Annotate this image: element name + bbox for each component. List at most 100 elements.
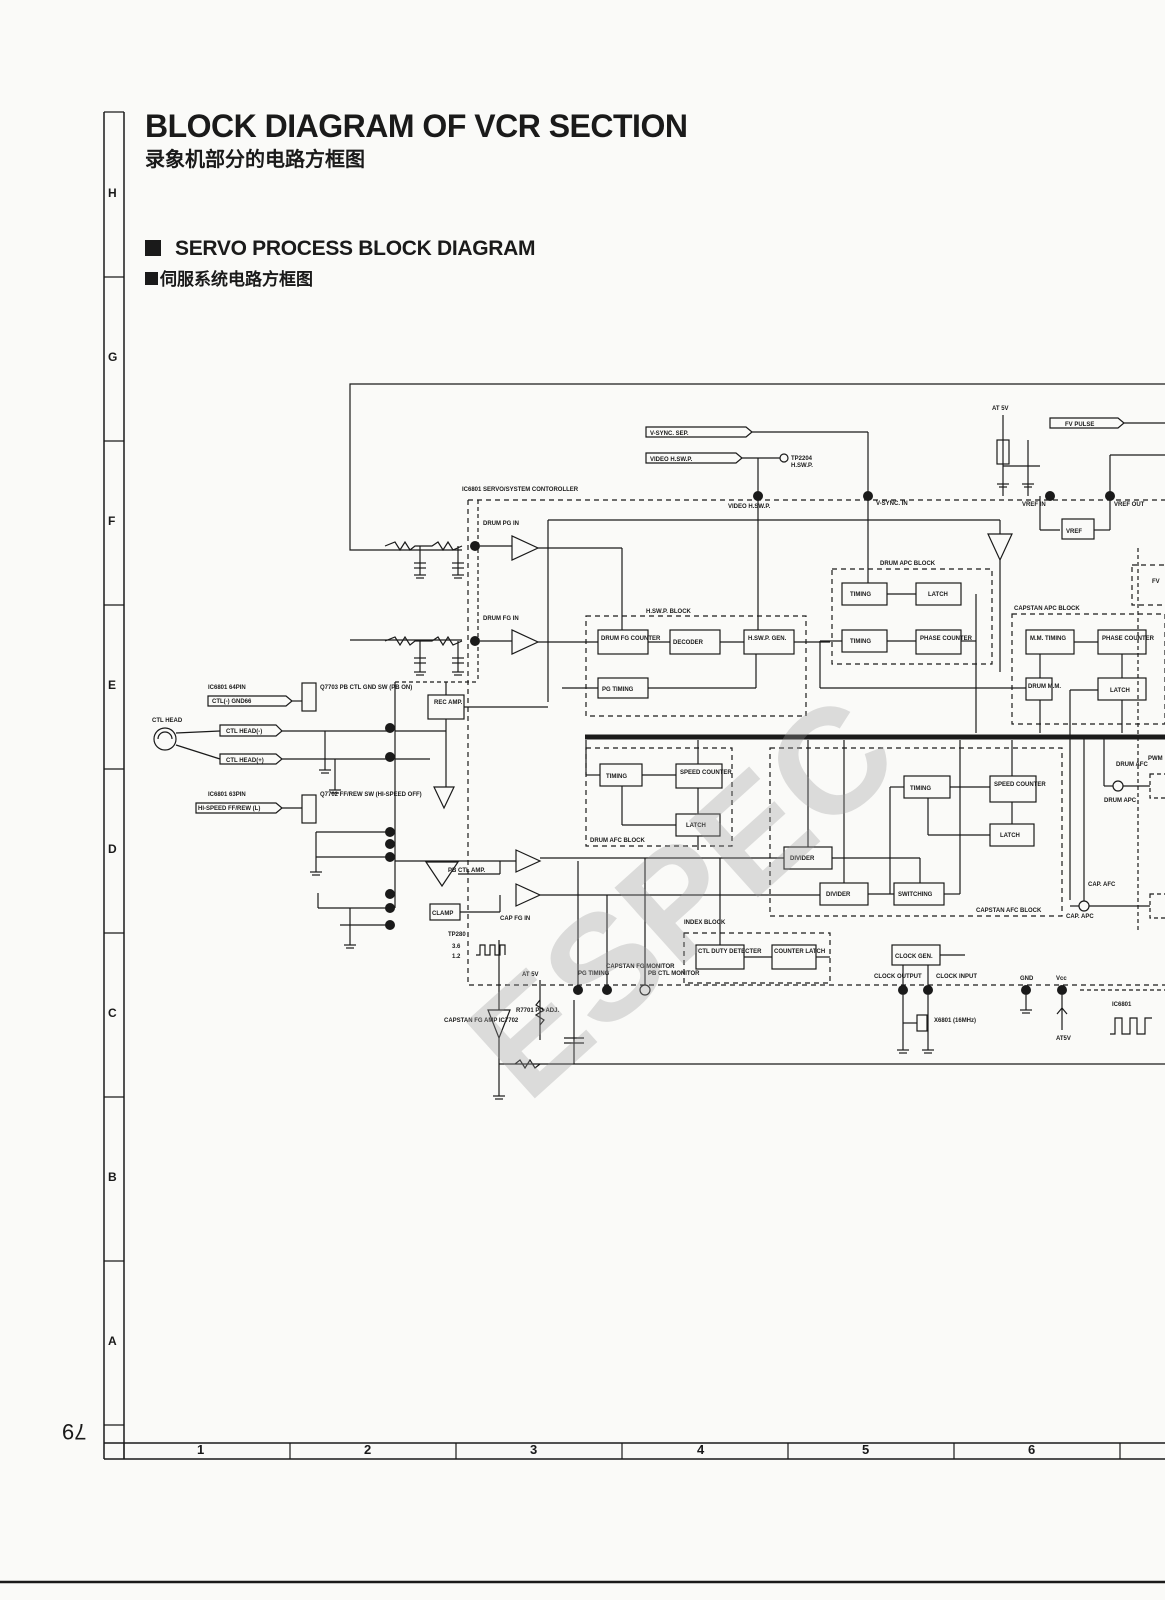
label-speed-counter-1: SPEED COUNTER — [680, 770, 732, 776]
label-pb-ctl-monitor: PB CTL MONITOR — [648, 971, 700, 977]
row-label-e: E — [108, 678, 117, 692]
label-pg-timing-pin: PG TIMING — [578, 971, 610, 977]
row-label-c: C — [108, 1006, 117, 1020]
label-clock-output: CLOCK OUTPUT — [874, 974, 922, 980]
col-label-5: 5 — [862, 1442, 870, 1457]
drum-fg-counter-block — [597, 629, 649, 655]
drum-mm-block — [1025, 677, 1053, 701]
rec-amp-triangle — [433, 786, 455, 810]
col-label-3: 3 — [530, 1442, 538, 1457]
label-pg-timing: PG TIMING — [602, 687, 634, 693]
label-rec-amp: REC AMP. — [434, 700, 463, 706]
row-label-f: F — [108, 514, 116, 528]
label-drum-fg-counter: DRUM FG COUNTER — [601, 636, 661, 642]
label-latch-cap-afc: LATCH — [1000, 833, 1020, 839]
label-tp2204-sub: H.SW.P. — [791, 463, 813, 469]
label-vref-out: VREF OUT — [1114, 502, 1145, 508]
index-block — [683, 932, 831, 984]
label-switching: SWITCHING — [898, 892, 933, 898]
drum-fg-comparator — [511, 629, 540, 655]
label-capstan-fg-monitor: CAPSTAN FG MONITOR — [606, 964, 675, 970]
ctl-head-plus-conn — [219, 753, 283, 765]
drum-pg-comparator — [511, 535, 540, 561]
section-title: SERVO PROCESS BLOCK DIAGRAM — [145, 237, 536, 261]
label-drum-apc: DRUM APC — [1104, 798, 1137, 804]
col-label-1: 1 — [197, 1442, 205, 1457]
label-tp-near: TP280 — [448, 932, 466, 938]
label-clock-gen: CLOCK GEN. — [895, 954, 933, 960]
label-cap-afc: CAP. AFC — [1088, 882, 1116, 888]
ctl-head-minus-conn — [219, 724, 283, 737]
label-clamp: CLAMP — [432, 911, 453, 917]
label-q7702: Q7702 FF/REW SW (HI-SPEED OFF) — [320, 792, 422, 798]
ic-boundary — [467, 500, 1165, 986]
rec-amp-block — [427, 694, 465, 720]
label-drum-fg-in: DRUM FG IN — [483, 616, 519, 622]
fv-block — [1131, 564, 1165, 606]
label-latch-afc: LATCH — [686, 823, 706, 829]
hswp-gen-block — [743, 629, 795, 655]
label-fv: FV — [1152, 579, 1160, 585]
label-hswp-gen: H.SW.P. GEN. — [748, 636, 787, 642]
label-at5v: AT 5V — [992, 406, 1009, 412]
label-at5v-c: AT 5V — [522, 972, 539, 978]
label-pwm: PWM — [1148, 756, 1163, 762]
page-title-cn: 录象机部分的电路方框图 — [145, 147, 365, 171]
x6801-crystal — [916, 1014, 928, 1032]
drum-apc-block — [831, 568, 993, 665]
label-vref-in: VREF IN — [1022, 502, 1046, 508]
label-x6801: X6801 (16MHz) — [934, 1018, 976, 1024]
label-drum-pg-in: DRUM PG IN — [483, 521, 519, 527]
label-ctl-head-minus: CTL HEAD(-) — [226, 729, 262, 735]
label-decoder: DECODER — [673, 640, 704, 646]
label-drum-afc-block: DRUM AFC BLOCK — [590, 838, 645, 844]
label-ctl-head: CTL HEAD — [152, 718, 183, 724]
drum-apc-sum — [1112, 780, 1124, 792]
label-tp2204: TP2204 — [791, 456, 813, 462]
vref-amp — [987, 533, 1013, 562]
label-index-block: INDEX BLOCK — [684, 920, 726, 926]
label-ctl-head-plus: CTL HEAD(+) — [226, 758, 264, 764]
label-video-hswp: VIDEO H.SW.P. — [650, 457, 693, 463]
label-hi-speed: HI-SPEED FF/REW (L) — [198, 806, 260, 812]
row-label-h: H — [108, 186, 117, 200]
label-vsync-in: V-SYNC. IN — [876, 501, 908, 507]
label-phase-counter-1: PHASE COUNTER — [920, 636, 973, 642]
label-latch-1: LATCH — [928, 592, 948, 598]
pwm-block-2 — [1149, 893, 1165, 919]
label-volt-high: 3.6 — [452, 944, 461, 950]
label-video-hswp-pin: VIDEO H.SW.P. — [728, 504, 771, 510]
col-label-6: 6 — [1028, 1442, 1036, 1457]
square-bullet-icon — [145, 272, 158, 285]
label-latch-cap: LATCH — [1110, 688, 1130, 694]
label-timing-1: TIMING — [850, 592, 871, 598]
label-cap-fg-in: CAP FG IN — [500, 916, 530, 922]
ctl-head-icon — [153, 727, 177, 751]
col-label-2: 2 — [364, 1442, 372, 1457]
hi-speed-conn — [195, 802, 283, 814]
label-mm-timing: M.M. TIMING — [1030, 636, 1066, 642]
page-title: BLOCK DIAGRAM OF VCR SECTION — [145, 108, 688, 144]
label-vsync-sep: V-SYNC. SEP. — [650, 431, 689, 437]
label-hswp-block: H.SW.P. BLOCK — [646, 609, 692, 615]
label-timing-2: TIMING — [850, 639, 871, 645]
label-timing-cap: TIMING — [910, 786, 931, 792]
pwm-block-1 — [1149, 773, 1165, 799]
label-clock-input: CLOCK INPUT — [936, 974, 977, 980]
label-at5v-d: AT5V — [1056, 1036, 1071, 1042]
wire-outer-loop — [349, 383, 1165, 551]
label-capstan-apc-block: CAPSTAN APC BLOCK — [1014, 606, 1080, 612]
label-vcc: Vcc — [1056, 976, 1067, 982]
label-ic-name: IC6801 SERVO/SYSTEM CONTOROLLER — [462, 487, 579, 493]
label-drum-mm: DRUM M.M. — [1028, 684, 1061, 690]
cap-fg-comparator — [515, 883, 542, 907]
row-label-a: A — [108, 1334, 117, 1348]
capstan-afc-block — [769, 747, 1063, 917]
label-volt-low: 1.2 — [452, 954, 461, 960]
phase-counter-block-2 — [1097, 629, 1147, 655]
espec-watermark: ESPEC — [436, 664, 926, 1129]
cap-apc-sum — [1078, 900, 1090, 912]
fv-pulse-input — [1049, 417, 1125, 429]
